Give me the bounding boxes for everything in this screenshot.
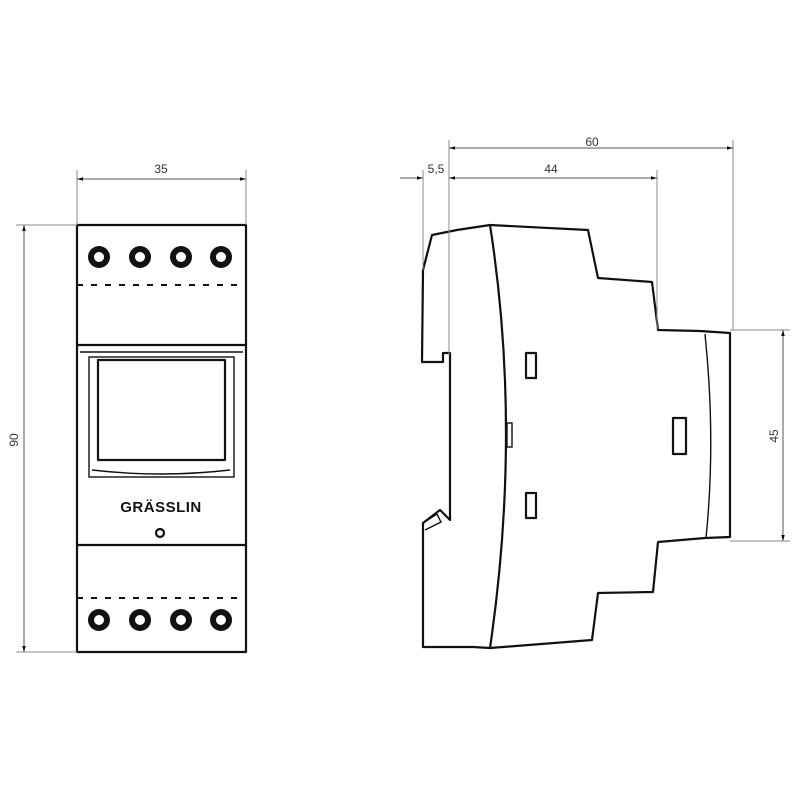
depth-dimension-label: 60 <box>585 135 599 149</box>
front-panel-edge <box>704 333 712 539</box>
body-dimension-label: 44 <box>544 162 558 176</box>
front-height-dimension-label: 45 <box>767 429 781 443</box>
terminal-screws-top <box>88 246 232 268</box>
terminal-screws-bottom <box>88 609 232 631</box>
side-view <box>400 140 790 650</box>
height-dimension-label: 90 <box>7 433 21 447</box>
side-housing-outline <box>420 223 732 650</box>
width-dimension-label: 35 <box>154 162 168 176</box>
display-window <box>96 358 227 462</box>
cover-frame <box>88 356 235 478</box>
front-cover-edge <box>488 224 508 649</box>
front-housing <box>75 223 248 654</box>
front-view: GRÄSSLIN <box>16 170 248 654</box>
rail-offset-dimension-label: 5,5 <box>428 162 445 176</box>
indicator-led <box>154 527 166 539</box>
brand-logo: GRÄSSLIN <box>120 499 202 516</box>
